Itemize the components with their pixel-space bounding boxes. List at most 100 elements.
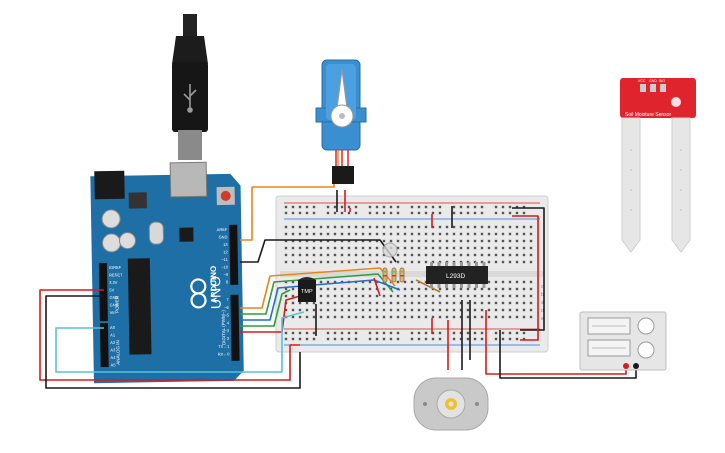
breadboard-hole[interactable]	[354, 253, 358, 257]
breadboard-hole[interactable]	[347, 232, 351, 236]
breadboard-hole[interactable]	[424, 337, 428, 341]
breadboard-hole[interactable]	[326, 260, 330, 264]
breadboard-hole[interactable]	[431, 301, 435, 305]
breadboard-hole[interactable]	[340, 225, 344, 229]
breadboard-hole[interactable]	[312, 331, 316, 335]
breadboard-hole[interactable]	[487, 301, 491, 305]
breadboard-hole[interactable]	[312, 315, 316, 319]
breadboard-hole[interactable]	[389, 260, 393, 264]
breadboard-hole[interactable]	[522, 315, 526, 319]
breadboard-hole[interactable]	[375, 211, 379, 215]
breadboard-hole[interactable]	[403, 232, 407, 236]
breadboard-hole[interactable]	[494, 232, 498, 236]
wire-right-red[interactable]	[512, 215, 539, 341]
breadboard-hole[interactable]	[480, 239, 484, 243]
breadboard-hole[interactable]	[319, 253, 323, 257]
breadboard-hole[interactable]	[382, 225, 386, 229]
breadboard-hole[interactable]	[522, 260, 526, 264]
breadboard-hole[interactable]	[480, 331, 484, 335]
breadboard-hole[interactable]	[410, 211, 414, 215]
breadboard-hole[interactable]	[417, 315, 421, 319]
breadboard-hole[interactable]	[480, 232, 484, 236]
breadboard-hole[interactable]	[452, 253, 456, 257]
breadboard-hole[interactable]	[424, 211, 428, 215]
breadboard-hole[interactable]	[368, 211, 372, 215]
breadboard-hole[interactable]	[494, 225, 498, 229]
breadboard-hole[interactable]	[305, 301, 309, 305]
breadboard-hole[interactable]	[382, 211, 386, 215]
breadboard-hole[interactable]	[424, 260, 428, 264]
breadboard-hole[interactable]	[375, 225, 379, 229]
breadboard-hole[interactable]	[410, 287, 414, 291]
breadboard-hole[interactable]	[340, 246, 344, 250]
breadboard-hole[interactable]	[291, 280, 295, 284]
breadboard-hole[interactable]	[326, 308, 330, 312]
ic-pin[interactable]	[475, 284, 478, 288]
breadboard-hole[interactable]	[515, 280, 519, 284]
breadboard-hole[interactable]	[480, 287, 484, 291]
breadboard-hole[interactable]	[326, 287, 330, 291]
breadboard-hole[interactable]	[298, 308, 302, 312]
breadboard-hole[interactable]	[389, 308, 393, 312]
breadboard-hole[interactable]	[340, 315, 344, 319]
breadboard-hole[interactable]	[452, 331, 456, 335]
breadboard-hole[interactable]	[291, 246, 295, 250]
breadboard-hole[interactable]	[326, 211, 330, 215]
breadboard-hole[interactable]	[284, 232, 288, 236]
breadboard-hole[interactable]	[368, 280, 372, 284]
breadboard-hole[interactable]	[501, 308, 505, 312]
breadboard-hole[interactable]	[291, 225, 295, 229]
breadboard-hole[interactable]	[298, 225, 302, 229]
breadboard-hole[interactable]	[501, 287, 505, 291]
breadboard-hole[interactable]	[361, 246, 365, 250]
breadboard-hole[interactable]	[326, 301, 330, 305]
breadboard-hole[interactable]	[515, 239, 519, 243]
breadboard-hole[interactable]	[333, 287, 337, 291]
breadboard-hole[interactable]	[473, 211, 477, 215]
breadboard-hole[interactable]	[382, 331, 386, 335]
breadboard-hole[interactable]	[410, 205, 414, 209]
breadboard-hole[interactable]	[347, 301, 351, 305]
breadboard-hole[interactable]	[389, 239, 393, 243]
breadboard-hole[interactable]	[312, 301, 316, 305]
ic-pin[interactable]	[430, 262, 433, 266]
breadboard-hole[interactable]	[368, 308, 372, 312]
breadboard-hole[interactable]	[305, 205, 309, 209]
breadboard-hole[interactable]	[515, 211, 519, 215]
breadboard-hole[interactable]	[501, 211, 505, 215]
breadboard-hole[interactable]	[452, 315, 456, 319]
breadboard-hole[interactable]	[291, 260, 295, 264]
breadboard-hole[interactable]	[424, 294, 428, 298]
breadboard-hole[interactable]	[284, 260, 288, 264]
breadboard-hole[interactable]	[396, 315, 400, 319]
breadboard-hole[interactable]	[459, 253, 463, 257]
breadboard-hole[interactable]	[501, 315, 505, 319]
breadboard-hole[interactable]	[494, 260, 498, 264]
breadboard-hole[interactable]	[466, 211, 470, 215]
breadboard-hole[interactable]	[305, 246, 309, 250]
breadboard-hole[interactable]	[333, 253, 337, 257]
breadboard-hole[interactable]	[305, 260, 309, 264]
breadboard-hole[interactable]	[438, 308, 442, 312]
breadboard-hole[interactable]	[368, 232, 372, 236]
breadboard-hole[interactable]	[340, 205, 344, 209]
breadboard-hole[interactable]	[347, 225, 351, 229]
breadboard-hole[interactable]	[389, 294, 393, 298]
breadboard-hole[interactable]	[382, 287, 386, 291]
breadboard-hole[interactable]	[312, 211, 316, 215]
wire-psu-black[interactable]	[499, 330, 637, 379]
breadboard-hole[interactable]	[410, 232, 414, 236]
breadboard-hole[interactable]	[417, 308, 421, 312]
breadboard-hole[interactable]	[508, 315, 512, 319]
psu-current-knob[interactable]	[637, 341, 655, 359]
breadboard-hole[interactable]	[305, 308, 309, 312]
breadboard-hole[interactable]	[319, 246, 323, 250]
breadboard-hole[interactable]	[389, 315, 393, 319]
breadboard-hole[interactable]	[424, 246, 428, 250]
breadboard-hole[interactable]	[396, 301, 400, 305]
breadboard-hole[interactable]	[403, 253, 407, 257]
breadboard-hole[interactable]	[487, 239, 491, 243]
breadboard-hole[interactable]	[305, 337, 309, 341]
breadboard-hole[interactable]	[473, 287, 477, 291]
breadboard-hole[interactable]	[445, 225, 449, 229]
